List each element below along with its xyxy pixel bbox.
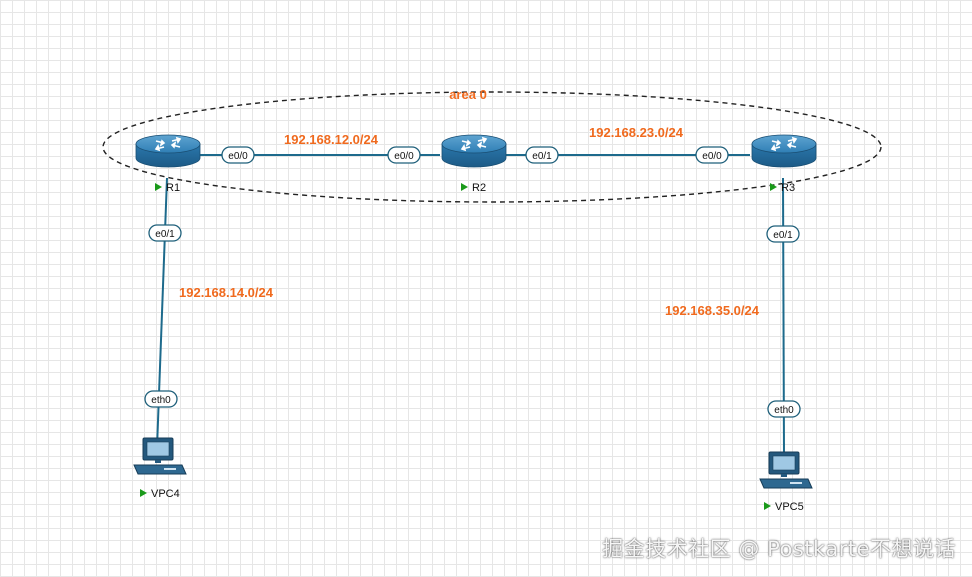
svg-text:e0/0: e0/0 xyxy=(394,151,414,162)
device-label-vpc5: VPC5 xyxy=(764,501,804,513)
svg-text:e0/1: e0/1 xyxy=(773,230,793,241)
router-r1[interactable] xyxy=(135,134,201,168)
svg-text:e0/0: e0/0 xyxy=(228,151,248,162)
status-running-icon xyxy=(770,183,777,191)
iface-r2-e0-1[interactable]: e0/1 xyxy=(525,146,559,164)
status-running-icon xyxy=(764,502,771,510)
iface-r3-e0-0[interactable]: e0/0 xyxy=(695,146,729,164)
svg-text:eth0: eth0 xyxy=(151,395,171,406)
status-running-icon xyxy=(155,183,162,191)
pc-vpc4[interactable] xyxy=(133,437,187,475)
svg-text:e0/1: e0/1 xyxy=(155,229,175,240)
iface-r3-e0-1[interactable]: e0/1 xyxy=(766,225,800,243)
router-r3[interactable] xyxy=(751,134,817,168)
svg-text:eth0: eth0 xyxy=(774,405,794,416)
network-label-r3-vpc5: 192.168.35.0/24 xyxy=(665,303,760,318)
iface-vpc5-eth0[interactable]: eth0 xyxy=(767,400,801,418)
svg-text:VPC5: VPC5 xyxy=(775,501,804,513)
network-label-r1-r2: 192.168.12.0/24 xyxy=(284,132,379,147)
iface-vpc4-eth0[interactable]: eth0 xyxy=(144,390,178,408)
watermark: 掘金技术社区 @ Postkarte不想说话 xyxy=(602,537,956,561)
area-label: area 0 xyxy=(449,87,487,102)
iface-r2-e0-0[interactable]: e0/0 xyxy=(387,146,421,164)
device-label-vpc4: VPC4 xyxy=(140,488,180,500)
device-label-r1: R1 xyxy=(155,182,180,194)
iface-r1-e0-1[interactable]: e0/1 xyxy=(148,224,182,242)
pc-vpc5[interactable] xyxy=(759,451,813,489)
svg-text:VPC4: VPC4 xyxy=(151,488,180,500)
svg-text:R2: R2 xyxy=(472,182,486,194)
device-label-r2: R2 xyxy=(461,182,486,194)
ospf-area-boundary xyxy=(102,91,882,203)
network-label-r1-vpc4: 192.168.14.0/24 xyxy=(179,285,274,300)
network-label-r2-r3: 192.168.23.0/24 xyxy=(589,125,684,140)
svg-text:R3: R3 xyxy=(781,182,795,194)
svg-text:R1: R1 xyxy=(166,182,180,194)
device-label-r3: R3 xyxy=(770,182,795,194)
router-r2[interactable] xyxy=(441,134,507,168)
iface-r1-e0-0[interactable]: e0/0 xyxy=(221,146,255,164)
svg-text:e0/0: e0/0 xyxy=(702,151,722,162)
status-running-icon xyxy=(140,489,147,497)
status-running-icon xyxy=(461,183,468,191)
svg-text:e0/1: e0/1 xyxy=(532,151,552,162)
